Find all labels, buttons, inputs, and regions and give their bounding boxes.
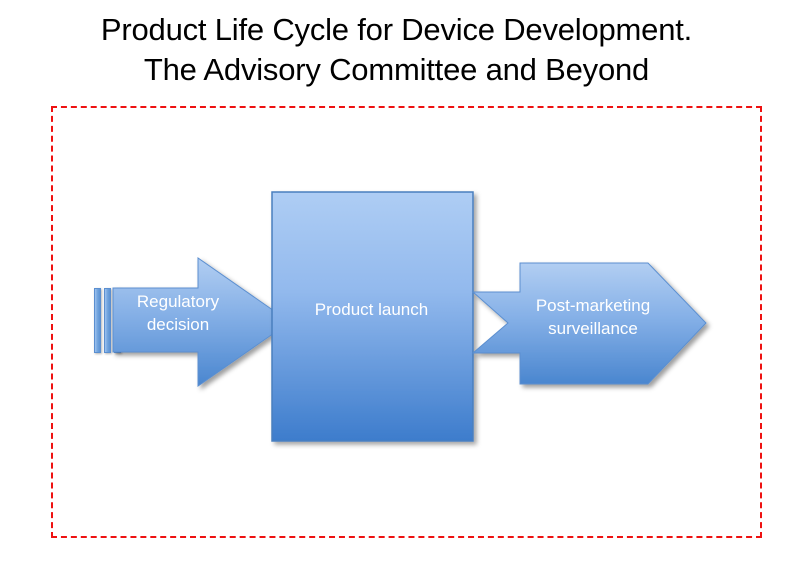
block-arrow-shape [112, 257, 291, 387]
page-title: Product Life Cycle for Device Developmen… [0, 10, 793, 90]
page-title-line-2: The Advisory Committee and Beyond [143, 52, 650, 87]
rectangle-shape [271, 191, 474, 442]
stage-bar-1 [94, 288, 101, 353]
red-dashed-border [51, 106, 762, 538]
process-step-product-launch[interactable]: Product launch [270, 190, 478, 446]
stage-bar-2 [104, 288, 111, 353]
page-title-line-1: Product Life Cycle for Device Developmen… [100, 12, 693, 47]
chevron-arrow-shape [471, 262, 707, 385]
